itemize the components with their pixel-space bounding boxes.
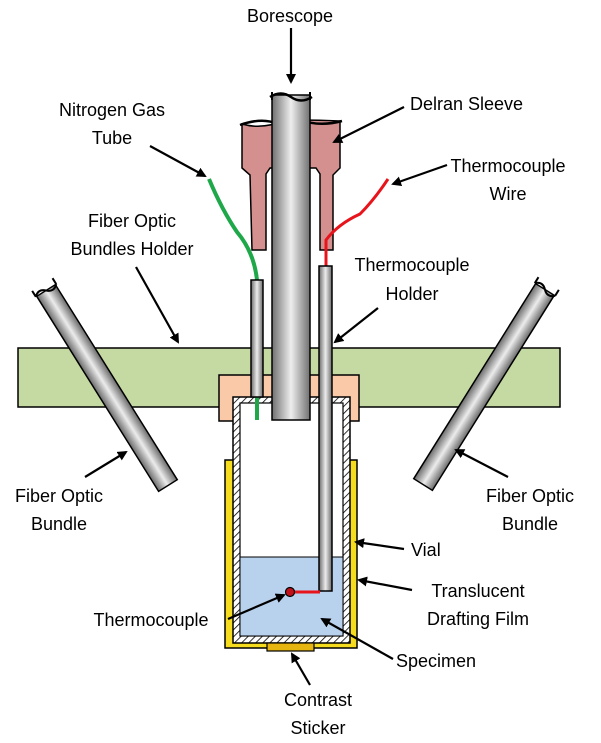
label-fiber-holder-line1: Fiber Optic — [88, 211, 176, 231]
arrow-fiber-bundle-left — [84, 450, 128, 478]
label-fiber-left-line2: Bundle — [31, 514, 87, 534]
label-tc-wire-line1: Thermocouple — [450, 156, 565, 176]
thermocouple-bead — [284, 586, 296, 598]
arrow-specimen — [320, 618, 394, 660]
label-tc-wire-line2: Wire — [490, 184, 527, 204]
fiber-bundle-right — [412, 276, 560, 492]
label-nitrogen-line2: Tube — [92, 128, 132, 148]
label-borescope: Borescope — [247, 6, 333, 26]
nitrogen-gas-tube — [207, 178, 259, 420]
delran-sleeve — [241, 119, 341, 251]
label-fiber-right-line1: Fiber Optic — [486, 486, 574, 506]
label-nitrogen-line1: Nitrogen Gas — [59, 100, 165, 120]
arrow-fiber-bundle-right — [454, 449, 509, 478]
arrow-thermocouple — [227, 593, 286, 621]
borescope-rod — [271, 94, 311, 421]
arrow-contrast-sticker — [290, 652, 311, 686]
label-tc-holder-line1: Thermocouple — [354, 255, 469, 275]
arrow-delran-sleeve — [332, 106, 405, 143]
arrow-thermocouple-wire — [391, 163, 448, 187]
contrast-sticker — [266, 642, 315, 652]
label-sticker-line2: Sticker — [290, 718, 345, 738]
arrow-vial — [354, 538, 405, 551]
label-fiber-right-line2: Bundle — [502, 514, 558, 534]
thermocouple-holder-tube — [318, 265, 333, 592]
label-sticker-line1: Contrast — [284, 690, 352, 710]
label-thermocouple: Thermocouple — [93, 610, 208, 630]
label-tc-holder-line2: Holder — [385, 284, 438, 304]
arrow-fiber-holder — [135, 266, 179, 344]
arrow-thermocouple-holder — [333, 307, 379, 344]
label-fiber-left-line1: Fiber Optic — [15, 486, 103, 506]
label-film-line1: Translucent — [431, 581, 524, 601]
arrow-nitrogen-tube — [149, 145, 207, 177]
label-film-line2: Drafting Film — [427, 609, 529, 629]
arrow-drafting-film — [357, 576, 413, 592]
thermocouple-wire — [324, 178, 390, 266]
label-vial: Vial — [411, 540, 441, 560]
nitrogen-tube-holder — [250, 279, 264, 398]
label-specimen: Specimen — [396, 651, 476, 671]
label-delran-sleeve: Delran Sleeve — [410, 94, 523, 114]
fiber-bundle-left — [31, 277, 179, 493]
label-fiber-holder-line2: Bundles Holder — [70, 239, 193, 259]
